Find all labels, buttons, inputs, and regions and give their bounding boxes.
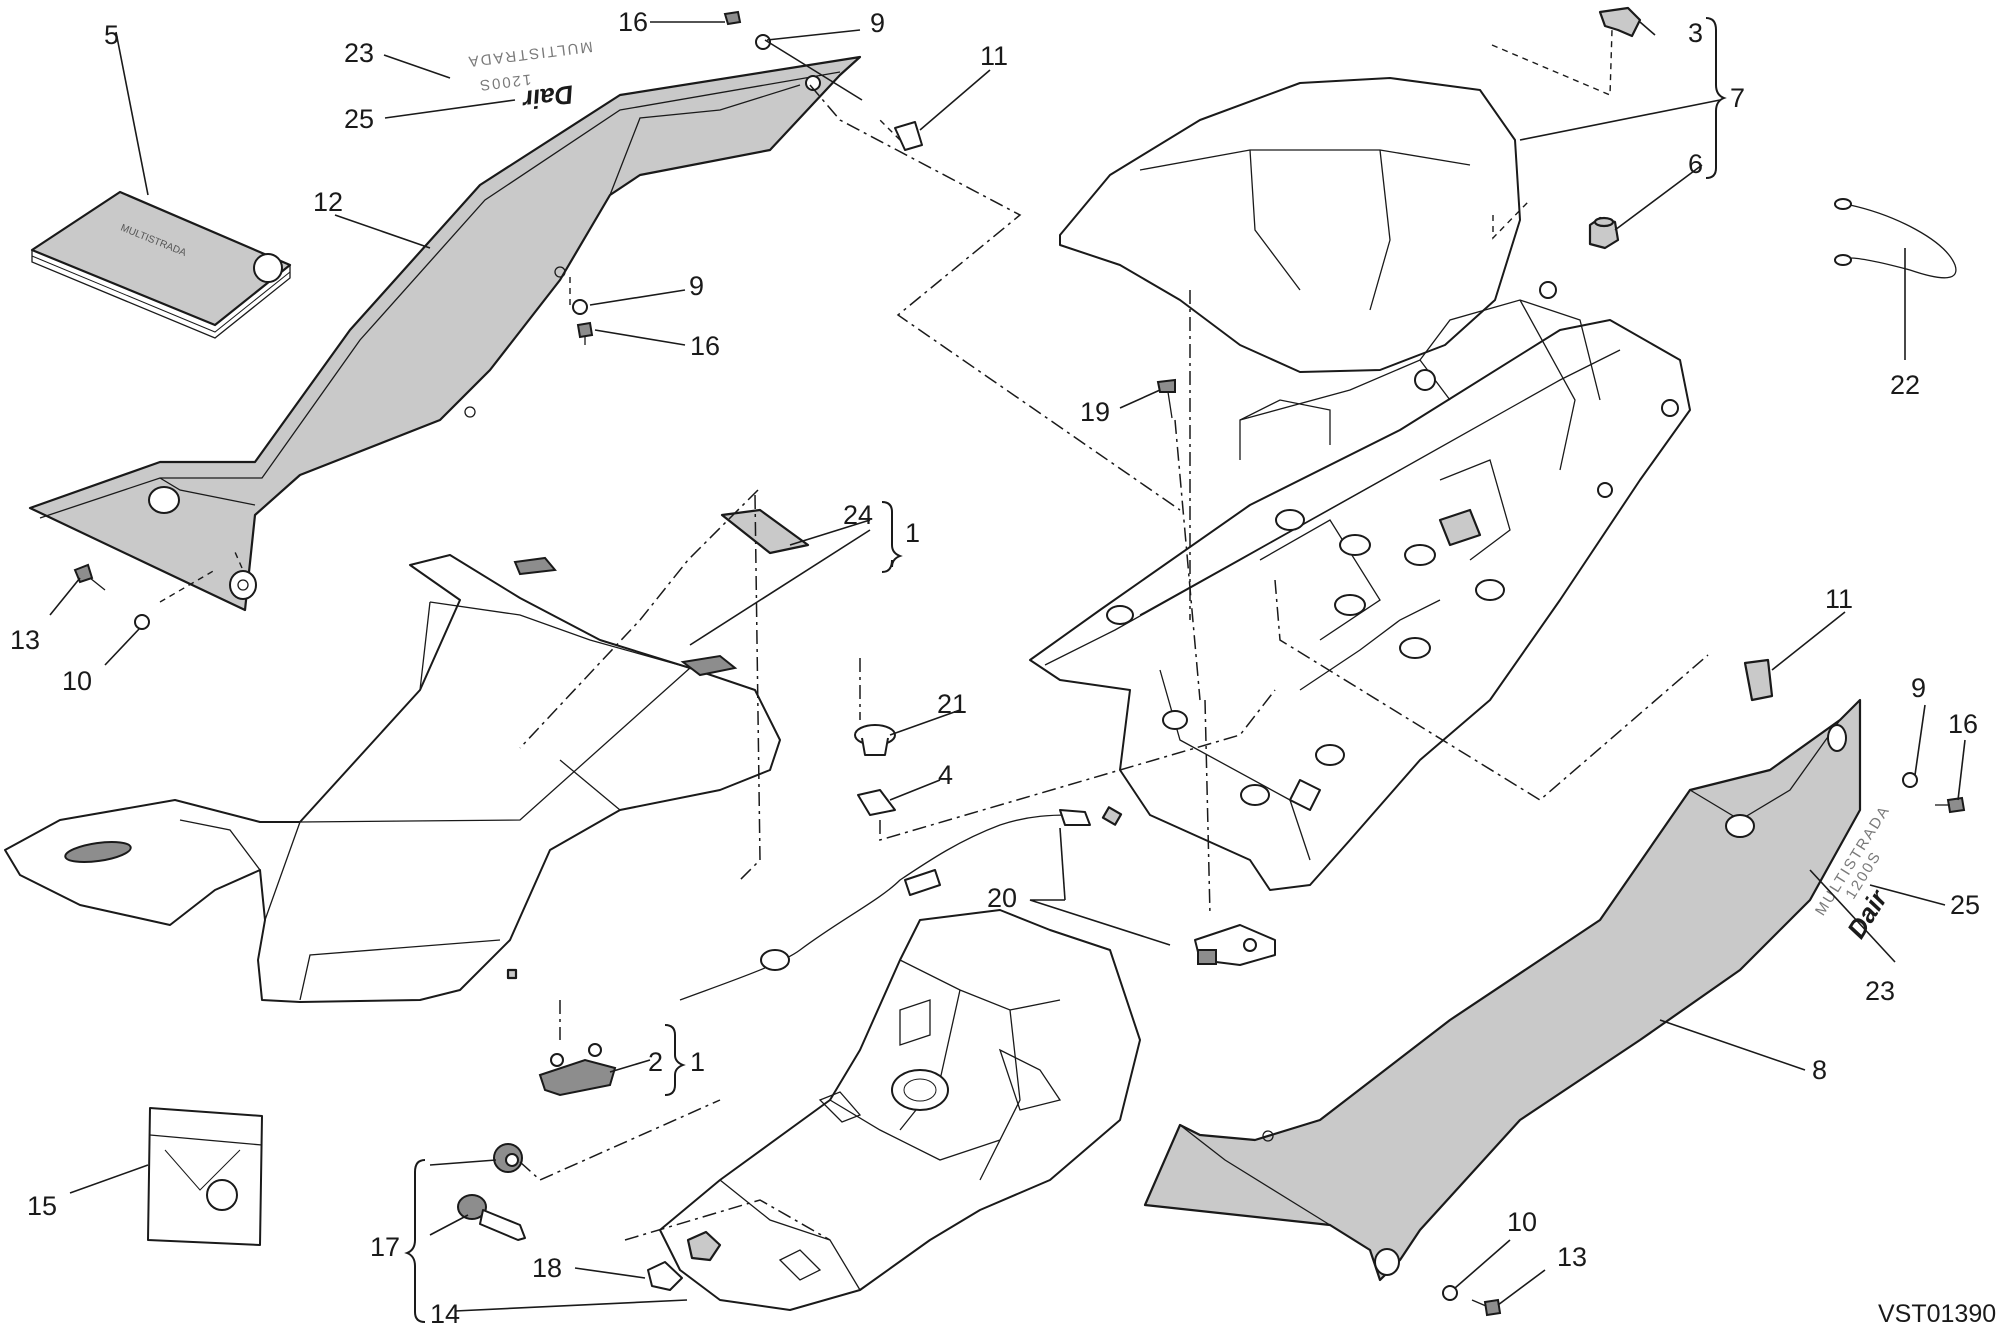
callout-3: 3 — [1688, 18, 1703, 48]
callout-7: 7 — [1730, 83, 1745, 113]
callout-6: 6 — [1688, 149, 1703, 179]
rider-seat — [4, 554, 781, 1003]
brackets — [404, 17, 1727, 1323]
callout-1-top: 1 — [905, 518, 920, 548]
decal-set-left: MULTISTRADA 1200S Dair — [466, 38, 594, 116]
model-decal: 1200S — [477, 70, 532, 93]
helmet-cable-icon — [1834, 198, 1957, 279]
callout-4: 4 — [938, 760, 953, 790]
callout-25-top: 25 — [344, 104, 374, 134]
callout-23-right: 23 — [1865, 976, 1895, 1006]
callout-9-top: 9 — [870, 8, 885, 38]
clip-nut — [857, 789, 896, 816]
callout-22: 22 — [1890, 370, 1920, 400]
callout-10-bottom: 10 — [1507, 1207, 1537, 1237]
callout-21: 21 — [937, 689, 967, 719]
undertray — [659, 909, 1141, 1311]
rear-subframe — [1029, 281, 1691, 891]
multistrada-decal: MULTISTRADA — [466, 38, 594, 70]
tool-kit-pouch-icon — [147, 1107, 263, 1246]
callout-8: 8 — [1812, 1055, 1827, 1085]
callout-2: 2 — [648, 1047, 663, 1077]
callout-5: 5 — [104, 20, 119, 50]
callout-13-left: 13 — [10, 625, 40, 655]
latch-bracket — [538, 1043, 617, 1097]
dair-decal: Dair — [519, 79, 575, 115]
callout-16-top: 16 — [618, 7, 648, 37]
seat-release-cable — [506, 806, 1123, 1001]
rubber-grommet — [854, 724, 896, 756]
callout-11-right: 11 — [1825, 584, 1853, 614]
callout-1-bottom: 1 — [690, 1047, 705, 1077]
hardware — [73, 10, 1966, 1317]
callout-19: 19 — [1080, 397, 1110, 427]
callout-11-top: 11 — [980, 41, 1008, 71]
ignition-key-icon — [457, 1194, 526, 1241]
callout-10-left: 10 — [62, 666, 92, 696]
callout-16-mid: 16 — [690, 331, 720, 361]
seat-badge — [720, 508, 810, 555]
callout-25-right: 25 — [1950, 890, 1980, 920]
seat-catch — [1598, 6, 1642, 38]
callout-15: 15 — [27, 1191, 57, 1221]
callout-9-right: 9 — [1911, 673, 1926, 703]
leader-lines — [49, 21, 1966, 1312]
callout-14: 14 — [430, 1299, 460, 1329]
callout-labels: 5 23 25 16 9 11 3 7 6 12 9 16 22 19 24 1… — [10, 7, 1996, 1329]
callout-16-right: 16 — [1948, 709, 1978, 739]
seat-rubber-buffer — [1588, 216, 1620, 250]
assembly-lines — [159, 29, 1709, 1241]
callout-24: 24 — [843, 500, 873, 530]
callout-20: 20 — [987, 883, 1017, 913]
seat-lock-icon — [1194, 924, 1276, 966]
callout-9-mid: 9 — [689, 271, 704, 301]
callout-18: 18 — [532, 1253, 562, 1283]
owners-manual: MULTISTRADA — [30, 190, 292, 339]
drawing-code: VST01390 — [1878, 1300, 1996, 1328]
callout-17: 17 — [370, 1232, 400, 1262]
right-tail-fairing — [1143, 698, 1862, 1282]
left-tail-fairing — [28, 55, 862, 612]
callout-23-top: 23 — [344, 38, 374, 68]
passenger-seat — [1059, 77, 1521, 373]
callout-13-bottom: 13 — [1557, 1242, 1587, 1272]
callout-12: 12 — [313, 187, 343, 217]
